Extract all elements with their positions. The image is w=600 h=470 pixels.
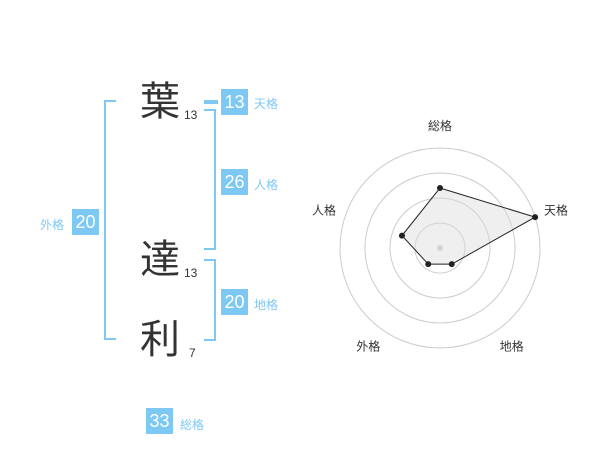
radar-point-2 <box>448 261 455 268</box>
radar-axis-label-4: 人格 <box>312 202 336 217</box>
stroke-count-2: 13 <box>184 266 198 280</box>
radar-point-3 <box>425 261 432 268</box>
radar-axis-label-2: 地格 <box>500 339 524 354</box>
chikaku-label: 地格 <box>254 298 279 312</box>
name-char-1: 葉 <box>140 79 180 125</box>
radar-point-1 <box>532 214 539 221</box>
jinkaku-value: 26 <box>221 169 248 195</box>
tenkaku-value: 13 <box>221 89 248 115</box>
chikaku-value: 20 <box>221 289 248 315</box>
soukaku-value: 33 <box>146 408 173 434</box>
name-char-3: 利 <box>140 317 180 363</box>
soukaku-label: 総格 <box>180 418 205 432</box>
radar-ring <box>414 222 466 274</box>
jinkaku-bracket <box>204 109 216 250</box>
radar-series-polygon <box>401 187 537 265</box>
tenkaku-bracket <box>204 100 218 104</box>
radar-axis-label-0: 総格 <box>428 118 452 133</box>
gaikaku-label: 外格 <box>40 218 65 232</box>
radar-axis-label-3: 外格 <box>356 339 380 354</box>
name-char-2: 達 <box>140 237 180 283</box>
jinkaku-label: 人格 <box>254 178 279 192</box>
radar-point-0 <box>437 185 443 191</box>
chikaku-bracket <box>204 259 216 341</box>
gaikaku-bracket <box>104 100 116 340</box>
stroke-count-1: 13 <box>184 108 198 122</box>
radar-ring <box>364 172 516 324</box>
radar-ring <box>339 147 541 349</box>
tenkaku-label: 天格 <box>254 97 279 111</box>
radar-center <box>437 245 443 251</box>
stroke-count-3: 7 <box>189 346 196 360</box>
radar-axis-label-1: 天格 <box>544 202 568 217</box>
radar-point-4 <box>398 232 405 239</box>
gaikaku-value: 20 <box>72 209 99 235</box>
radar-ring <box>389 197 491 299</box>
